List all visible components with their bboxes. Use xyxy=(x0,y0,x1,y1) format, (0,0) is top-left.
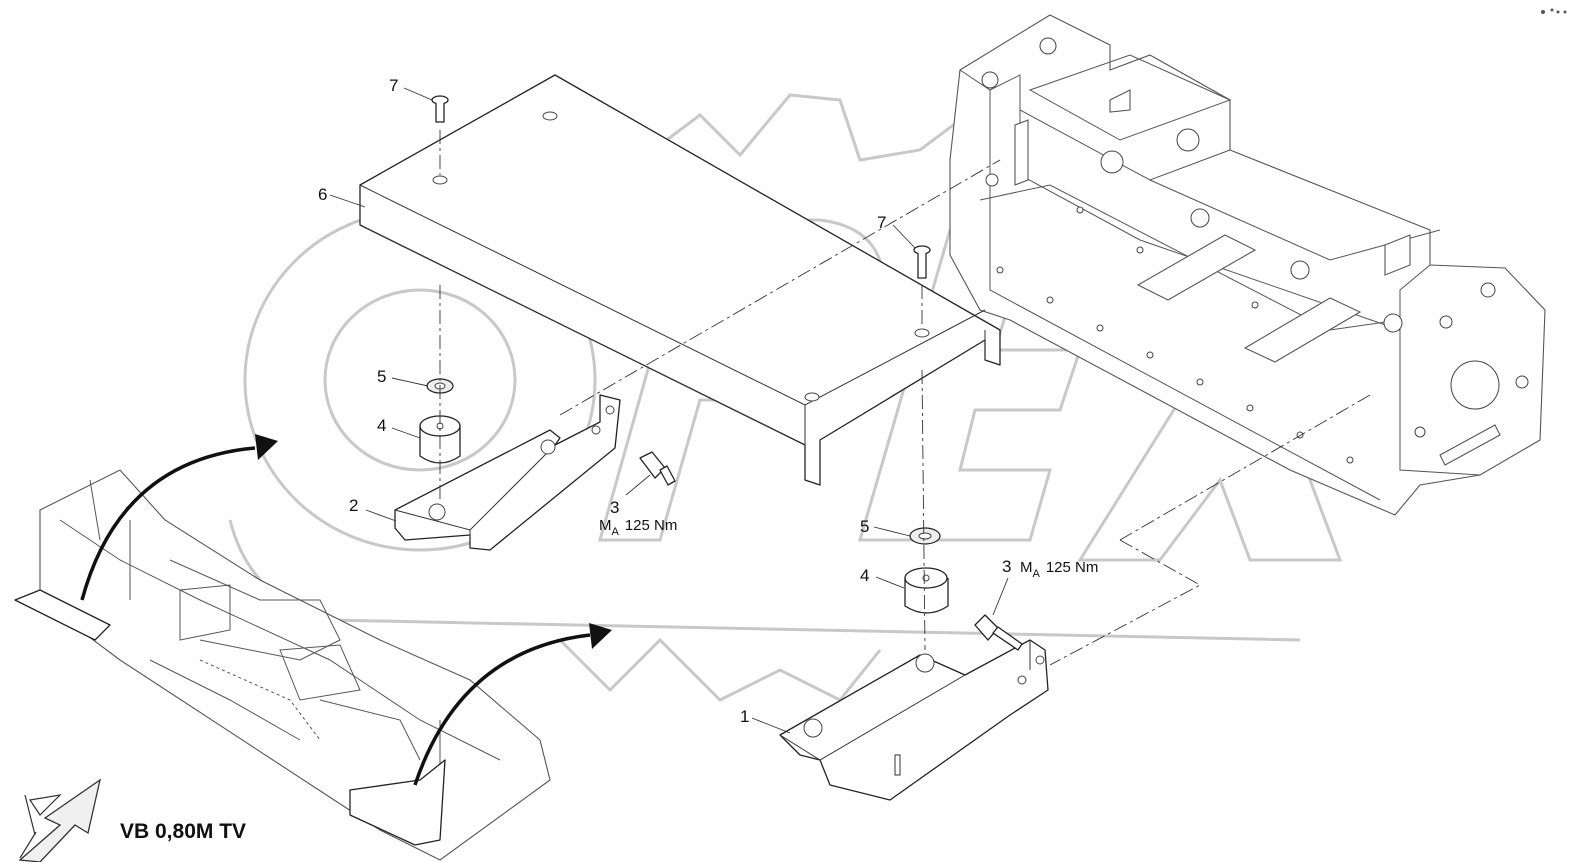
corner-mark-icon xyxy=(1541,8,1567,14)
part-label-5-right: 5 xyxy=(860,517,869,536)
torque-spec-right: MA 125 Nm xyxy=(1020,559,1098,580)
screw-7-right xyxy=(913,245,931,279)
washer-5-right xyxy=(909,527,941,545)
view-direction-arrow-icon xyxy=(18,778,102,862)
part-label-4-right: 4 xyxy=(860,566,869,585)
part-label-4-left: 4 xyxy=(377,416,386,435)
bolt-3-left xyxy=(639,451,676,486)
bolt-3-right xyxy=(974,614,1023,651)
bracket-right xyxy=(779,639,1049,801)
part-label-2: 2 xyxy=(349,496,358,515)
indicator-arrows xyxy=(80,434,612,786)
part-label-1: 1 xyxy=(740,707,749,726)
diagram-caption: VB 0,80M TV xyxy=(120,820,246,843)
torque-spec-left: MA 125 Nm xyxy=(599,517,677,538)
part-label-7-top: 7 xyxy=(389,76,398,95)
leader-lines xyxy=(329,87,1009,734)
part-label-7-right: 7 xyxy=(877,213,886,232)
torque-symbol: M xyxy=(599,517,612,534)
machine-frame xyxy=(949,14,1546,516)
bracket-left xyxy=(394,394,621,551)
part-label-3-right: 3 xyxy=(1002,557,1011,576)
part-label-5-left: 5 xyxy=(377,367,386,386)
torque-value: 125 Nm xyxy=(625,517,678,534)
torque-symbol: M xyxy=(1020,559,1033,576)
screw-7-top xyxy=(431,95,449,123)
torque-subscript: A xyxy=(1033,568,1041,580)
center-lines xyxy=(439,130,1371,666)
rubber-mount-4-right xyxy=(904,567,949,614)
part-label-6: 6 xyxy=(318,185,327,204)
torque-subscript: A xyxy=(612,526,620,538)
cover-plate xyxy=(359,74,1001,486)
torque-value: 125 Nm xyxy=(1046,559,1099,576)
part-label-3-left: 3 xyxy=(610,498,619,517)
